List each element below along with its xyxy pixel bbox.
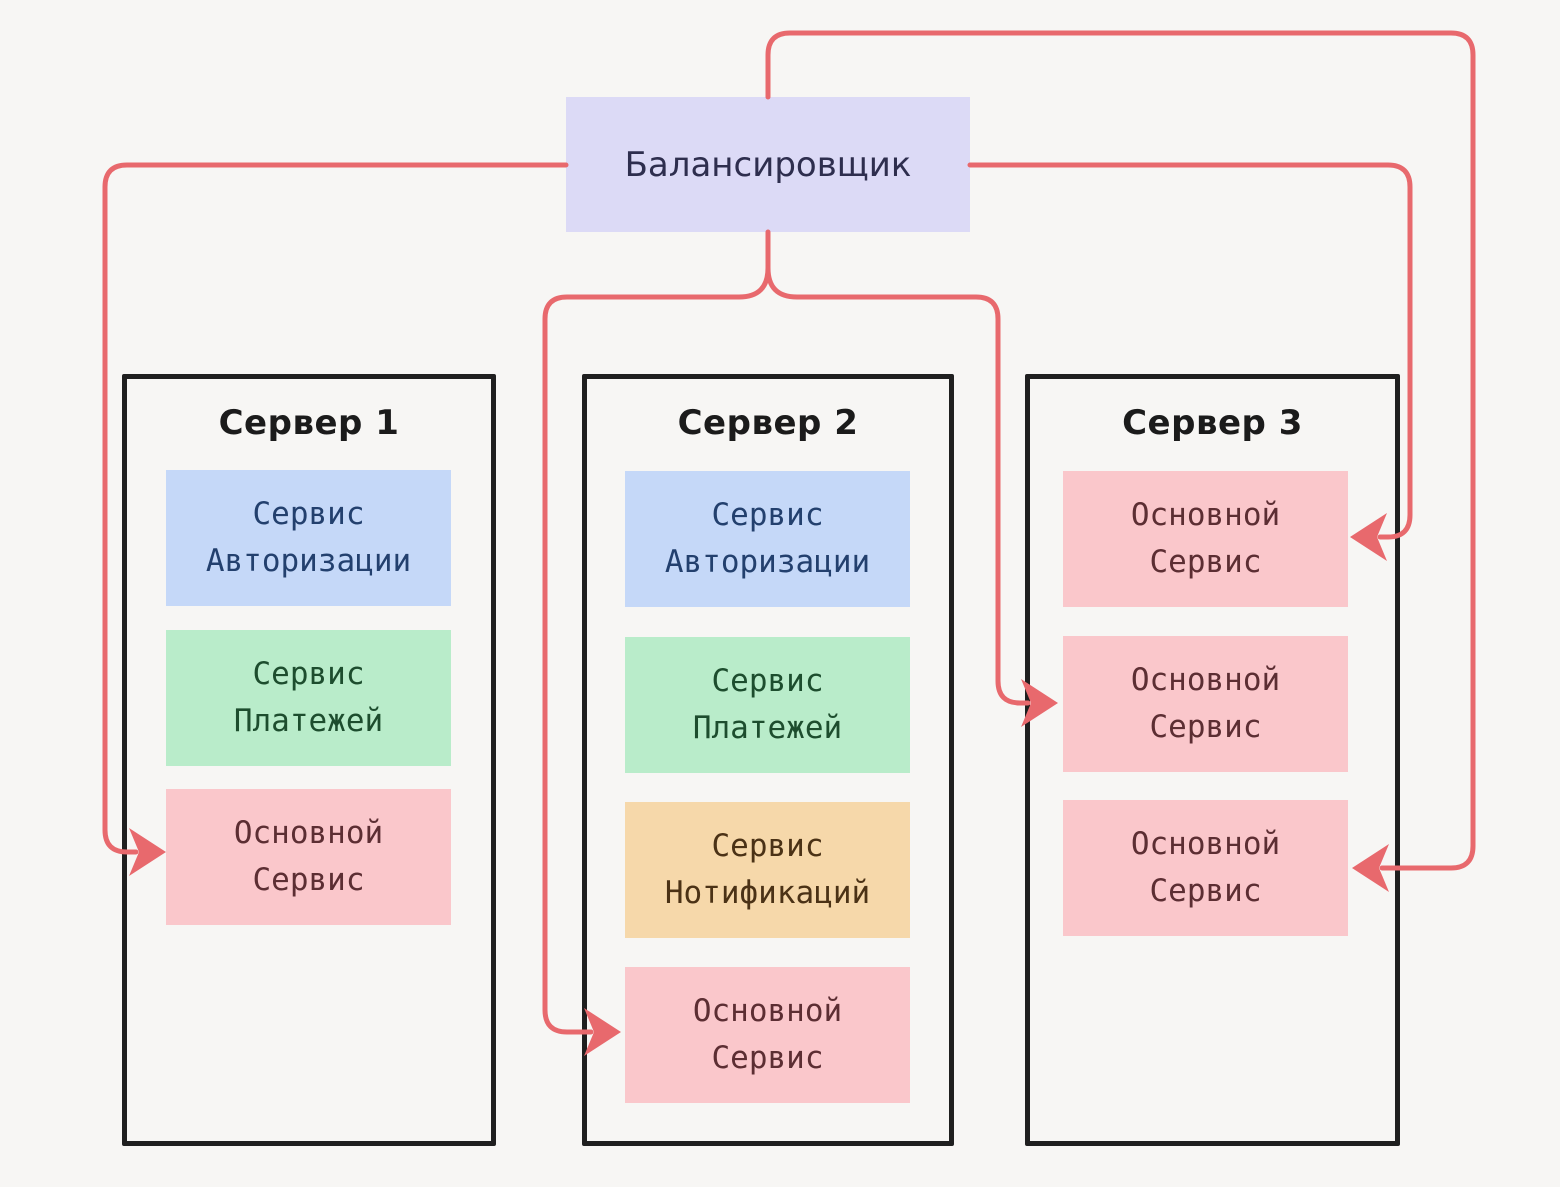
server-1-auth-service-box: Сервис Авторизации bbox=[166, 470, 451, 606]
server-3-main-service-box-3: Основной Сервис bbox=[1063, 800, 1348, 936]
server-1-title: Сервер 1 bbox=[218, 403, 400, 443]
server-3-main-service-box-1: Основной Сервис bbox=[1063, 471, 1348, 607]
server-3-title: Сервер 3 bbox=[1122, 403, 1303, 443]
server-3-main-service-box-2: Основной Сервис bbox=[1063, 636, 1348, 772]
server-2-auth-service-box: Сервис Авторизации bbox=[625, 471, 910, 607]
server-2-payments-service-box: Сервис Платежей bbox=[625, 637, 910, 773]
server-2-main-service-box: Основной Сервис bbox=[625, 967, 910, 1103]
server-1-payments-service-box: Сервис Платежей bbox=[166, 630, 451, 766]
server-2-title: Сервер 2 bbox=[677, 403, 859, 443]
server-2-notifications-service-box: Сервис Нотификаций bbox=[625, 802, 910, 938]
server-1-main-service-box: Основной Сервис bbox=[166, 789, 451, 925]
load-balancer-node: Балансировщик bbox=[566, 97, 970, 232]
